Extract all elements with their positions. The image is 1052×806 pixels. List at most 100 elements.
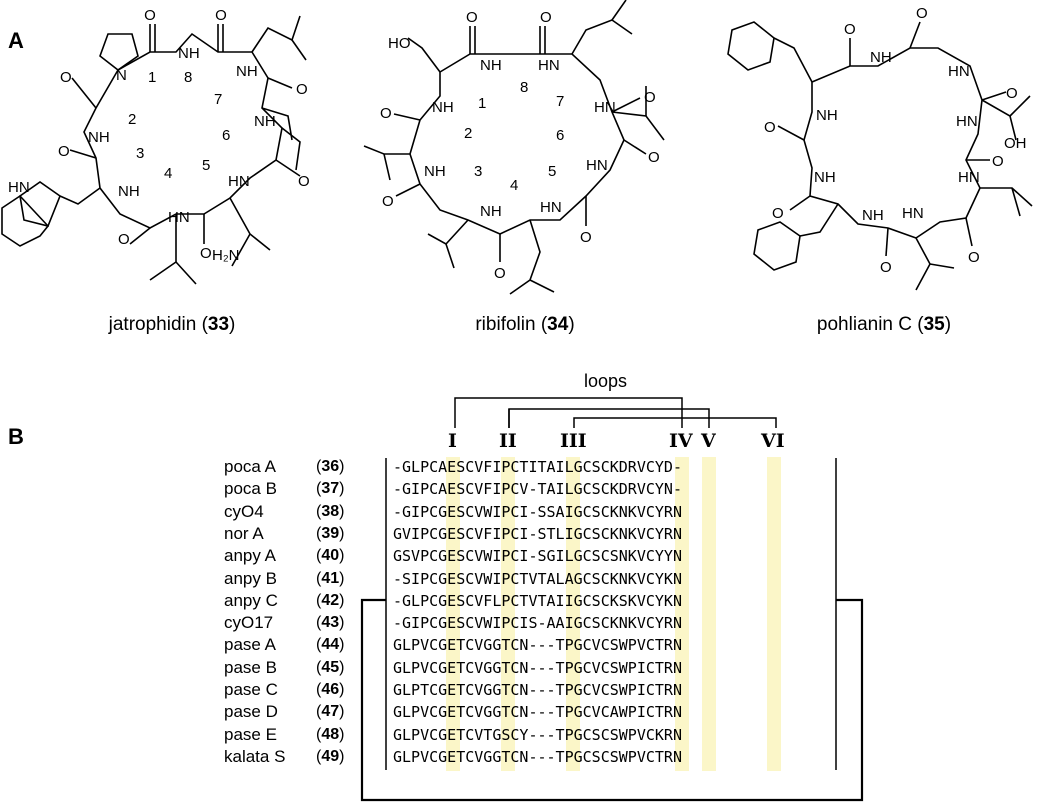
peptide-sequence: -GLPCGESCVFLPCTVTAIIGCSCKSKVCYKN: [393, 591, 682, 610]
svg-text:O: O: [494, 265, 506, 282]
svg-text:HN: HN: [594, 99, 616, 116]
cys-label-iv: IV: [669, 430, 693, 452]
cys-label-ii: II: [499, 430, 517, 452]
svg-text:HN: HN: [956, 113, 978, 130]
svg-text:NH: NH: [178, 45, 200, 62]
svg-text:NH: NH: [816, 107, 838, 124]
svg-text:NH: NH: [862, 207, 884, 224]
svg-text:O: O: [298, 173, 310, 190]
svg-text:4: 4: [510, 177, 518, 194]
carbonyl-o-label: O: [144, 7, 156, 24]
svg-text:NH: NH: [870, 49, 892, 66]
svg-text:O: O: [648, 149, 660, 166]
svg-text:5: 5: [548, 163, 556, 180]
svg-text:7: 7: [556, 93, 564, 110]
peptide-sequence: GVIPCGESCVFIPCI-STLIGCSCKNKVCYRN: [393, 524, 682, 543]
peptide-sequence: GLPVCGETCVTGSCY---TPGCSCSWPVCKRN: [393, 725, 682, 744]
svg-text:5: 5: [202, 157, 210, 174]
peptide-number: (46): [316, 681, 345, 698]
panel-b-letter: B: [8, 424, 24, 449]
peptide-sequence: -GIPCGESCVWIPCI-SSAIGCSCKNKVCYRN: [393, 502, 682, 521]
peptide-number: (38): [316, 502, 345, 520]
pohlianin-c-caption: pohlianin C (35): [816, 314, 952, 335]
svg-text:HN: HN: [902, 205, 924, 222]
svg-text:NH: NH: [424, 163, 446, 180]
svg-text:HO: HO: [388, 35, 411, 52]
svg-text:HN: HN: [958, 169, 980, 186]
peptide-number: (48): [316, 725, 345, 743]
peptide-number: (39): [316, 524, 345, 542]
svg-text:O: O: [466, 9, 478, 26]
peptide-sequence: -GIPCAESCVFIPCV-TAILGCSCKDRVCYN-: [393, 480, 682, 499]
jatrophidin-caption: jatrophidin (33): [108, 314, 236, 335]
svg-text:NH: NH: [236, 63, 258, 80]
svg-text:NH: NH: [118, 183, 140, 200]
svg-text:O: O: [992, 153, 1004, 170]
loops-label: loops: [584, 371, 628, 391]
peptide-name: cyO4: [224, 501, 264, 521]
jatrophidin-structure: O O O O O O O O NH NH NH HN HN NH NH N H…: [1, 7, 310, 285]
peptide-number: (47): [316, 703, 345, 721]
svg-text:O: O: [1006, 85, 1018, 102]
peptide-name: anpy C: [224, 590, 278, 610]
cys-label-v: V: [701, 430, 716, 452]
svg-text:7: 7: [214, 91, 222, 108]
svg-text:O: O: [880, 259, 892, 276]
svg-text:NH: NH: [814, 169, 836, 186]
peptide-name: pase D: [224, 702, 278, 722]
svg-text:6: 6: [556, 127, 564, 144]
svg-text:1: 1: [478, 95, 486, 112]
svg-text:O: O: [118, 231, 130, 248]
svg-text:6: 6: [222, 127, 230, 144]
svg-text:O: O: [644, 89, 656, 106]
peptide-name: anpy B: [224, 568, 277, 588]
svg-text:HN: HN: [228, 173, 250, 190]
cys-highlight-i: [446, 457, 460, 771]
peptide-name: pase B: [224, 657, 277, 677]
peptide-name: pase E: [224, 724, 277, 744]
peptide-number: (37): [316, 480, 345, 498]
svg-text:O: O: [772, 205, 784, 222]
peptide-number: (41): [316, 569, 345, 587]
peptide-number: (44): [316, 636, 345, 654]
peptide-number: (45): [316, 658, 345, 676]
svg-text:HN: HN: [948, 63, 970, 80]
svg-text:O: O: [215, 7, 227, 24]
peptide-number: (49): [316, 747, 345, 765]
peptide-sequence: GSVPCGESCVWIPCI-SGILGCSCSNKVCYYN: [393, 547, 682, 566]
cys-label-i: I: [448, 430, 457, 452]
peptide-name: cyO17: [224, 613, 274, 633]
pohlianin-c-structure: O O O O O O O O NH HN HN OH HN HN NH NH …: [727, 5, 1033, 291]
svg-text:HN: HN: [540, 199, 562, 216]
svg-text:HN: HN: [538, 57, 560, 74]
svg-text:O: O: [60, 69, 72, 86]
svg-text:8: 8: [184, 69, 192, 86]
svg-text:O: O: [968, 249, 980, 266]
svg-text:NH: NH: [480, 57, 502, 74]
svg-text:NH: NH: [480, 203, 502, 220]
peptide-name: kalata S: [224, 746, 286, 766]
cys-highlight-vi: [767, 457, 781, 771]
svg-text:H₂N: H₂N: [212, 247, 240, 264]
svg-text:O: O: [382, 193, 394, 210]
svg-text:HN: HN: [586, 157, 608, 174]
svg-text:8: 8: [520, 79, 528, 96]
peptide-name: poca A: [224, 457, 276, 476]
peptide-name: nor A: [224, 523, 264, 543]
svg-text:3: 3: [474, 163, 482, 180]
peptide-sequence: -GIPCGESCVWIPCIS-AAIGCSCKNKVCYRN: [393, 614, 682, 633]
svg-text:4: 4: [164, 165, 172, 182]
svg-text:3: 3: [136, 145, 144, 162]
panel-a-letter: A: [8, 28, 24, 53]
peptide-name: poca B: [224, 479, 277, 499]
peptide-number: (36): [316, 458, 345, 475]
svg-text:2: 2: [128, 111, 136, 128]
cys-highlight-iv: [675, 457, 689, 771]
cys-highlight-ii: [501, 457, 515, 771]
svg-text:O: O: [380, 105, 392, 122]
svg-text:O: O: [580, 229, 592, 246]
svg-text:NH: NH: [432, 99, 454, 116]
ribifolin-caption: ribifolin (34): [475, 314, 575, 335]
svg-text:O: O: [916, 5, 928, 22]
